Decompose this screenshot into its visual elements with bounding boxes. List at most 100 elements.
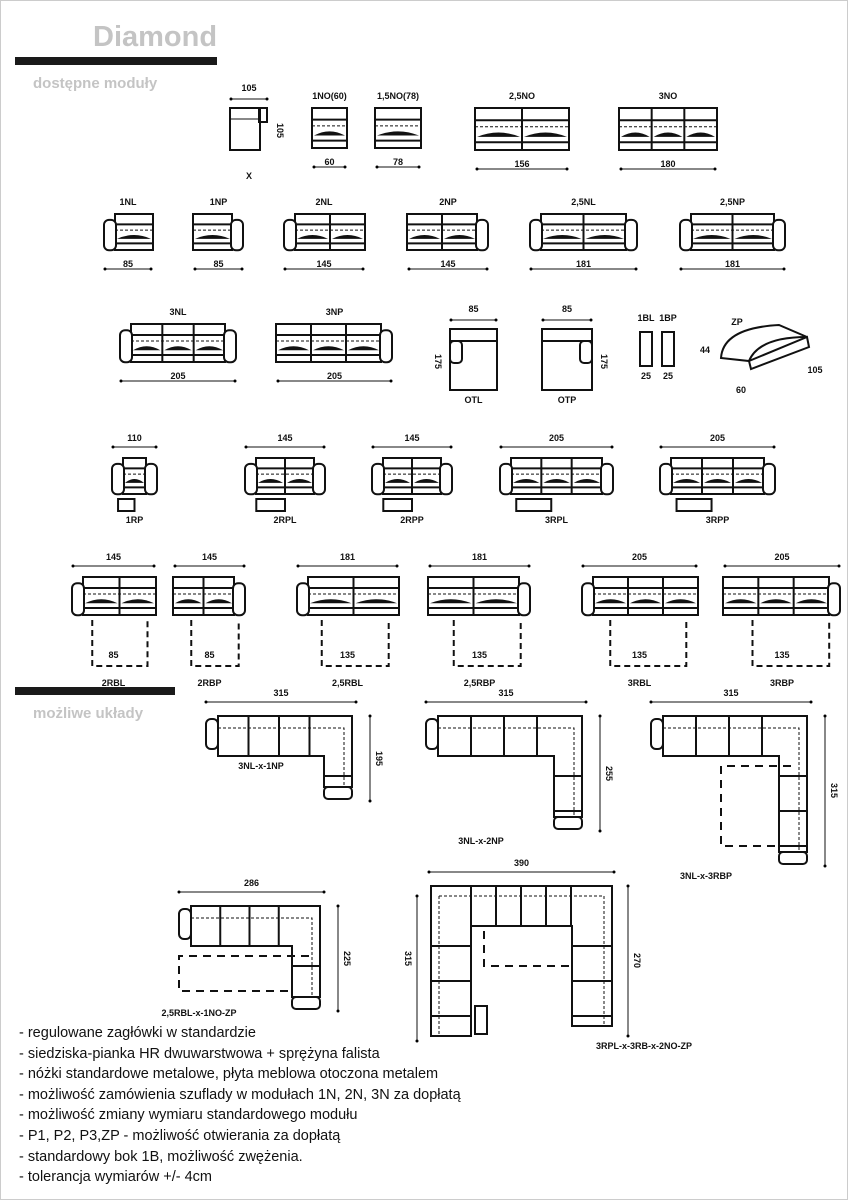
layout-3nl-x-3rbp: 3NL-x-3RBP 315 315 xyxy=(649,688,839,881)
dimension-label: 135 xyxy=(339,650,356,660)
sofa-module-drawing xyxy=(427,564,531,667)
sofa-module-drawing xyxy=(679,213,786,271)
sofa-module-drawing xyxy=(283,213,366,271)
dimension-label: 255 xyxy=(604,765,614,781)
module-label: 2RPP xyxy=(400,515,424,525)
sofa-module-drawing xyxy=(719,323,811,371)
sofa-module-drawing xyxy=(71,564,157,667)
dimension-label: 135 xyxy=(631,650,648,660)
sofa-module-drawing xyxy=(449,318,498,391)
sofa-module-drawing xyxy=(229,97,269,151)
layout-label: 3NL-x-3RBP xyxy=(679,871,733,881)
note: - możliwość zmiany wymiaru standardowego… xyxy=(19,1107,358,1124)
layout-drawing xyxy=(415,870,630,1043)
layout-label: 3RPL-x-3RB-x-2NO-ZP xyxy=(595,1041,693,1051)
notes-list: - regulowane zagłówki w standardzie - si… xyxy=(19,1023,461,1188)
section-modules-heading: dostępne moduły xyxy=(33,75,158,92)
dimension-label: 205 xyxy=(326,371,343,381)
dimension-label: 195 xyxy=(374,750,384,766)
title-divider xyxy=(15,57,217,65)
dimension-label: 181 xyxy=(471,552,488,562)
note: - tolerancja wymiarów +/- 4cm xyxy=(19,1169,212,1186)
module-label: 3RBP xyxy=(769,678,795,688)
sofa-module-drawing xyxy=(541,318,593,391)
dimension-label: 85 xyxy=(561,304,573,314)
module-label: OTP xyxy=(557,395,577,405)
sofa-module-drawing xyxy=(661,331,675,367)
dimension-label: 105 xyxy=(241,83,257,93)
layout-label: 2,5RBL-x-1NO-ZP xyxy=(161,1008,237,1018)
layouts-divider xyxy=(15,687,175,695)
dimension-label: 390 xyxy=(513,858,530,868)
layout-3rpl-x-3rb-x-2no-zp: 3RPL-x-3RB-x-2NO-ZP 390 315 270 xyxy=(403,858,692,1051)
module-label: 1NO(60) xyxy=(312,91,347,101)
dimension-label: 85 xyxy=(204,650,215,660)
sofa-module-drawing xyxy=(311,107,348,169)
sofa-module-drawing xyxy=(659,445,776,512)
module-label: 3NL xyxy=(169,307,187,317)
sofa-module-drawing xyxy=(296,564,400,667)
sofa-module-drawing xyxy=(722,564,841,667)
sofa-module-drawing xyxy=(581,564,699,667)
sofa-module-drawing xyxy=(474,107,570,171)
sofa-module-drawing xyxy=(639,331,653,367)
module-1no-60-: 1NO(60)60 xyxy=(311,91,348,169)
dimension-label: 270 xyxy=(632,953,642,969)
note: - P1, P2, P3,ZP - możliwość otwierania z… xyxy=(19,1127,341,1144)
module-label: 1,5NO(78) xyxy=(376,91,420,101)
module-2-5nl: 2,5NL 181 xyxy=(529,197,638,271)
dimension-label: 175 xyxy=(433,353,443,369)
sofa-module-drawing xyxy=(119,323,237,383)
dimension-label: 286 xyxy=(243,878,260,888)
dimension-label: 85 xyxy=(468,304,479,314)
layout-drawing xyxy=(204,700,372,803)
dimension-label: 105 xyxy=(807,365,823,375)
sofa-module-drawing xyxy=(192,213,244,271)
module-label: 3RBL xyxy=(627,678,652,688)
note: - możliwość zamówienia szuflady w moduła… xyxy=(19,1086,461,1103)
module-label: 1RP xyxy=(125,515,144,525)
dimension-label: 315 xyxy=(829,783,839,799)
dimension-label: 180 xyxy=(660,159,676,169)
dimension-label: 135 xyxy=(774,650,790,660)
dimension-label: 135 xyxy=(471,650,488,660)
sofa-module-drawing xyxy=(103,213,154,271)
dimension-label: 110 xyxy=(127,433,142,443)
note: - nóżki standardowe metalowe, płyta mebl… xyxy=(19,1066,439,1083)
dimension-label: 181 xyxy=(575,259,592,269)
sofa-module-drawing xyxy=(275,323,393,383)
dimension-label: 85 xyxy=(108,650,119,660)
sofa-module-drawing xyxy=(111,445,158,512)
dimension-label: 25 xyxy=(662,371,674,381)
note: - standardowy bok 1B, możliwość zwężenia… xyxy=(19,1148,303,1165)
sofa-module-drawing xyxy=(244,445,326,512)
layout-label: 3NL-x-1NP xyxy=(238,761,284,771)
dimension-label: 60 xyxy=(735,385,747,395)
sofa-module-drawing xyxy=(618,107,718,171)
dimension-label: 145 xyxy=(440,259,456,269)
dimension-label: 105 xyxy=(275,123,285,139)
dimension-label: 315 xyxy=(723,688,739,698)
module-label: 2,5RBP xyxy=(463,678,496,688)
dimension-label: 315 xyxy=(403,951,413,967)
module-label: 2,5NL xyxy=(571,197,596,207)
sofa-module-drawing xyxy=(371,445,453,512)
sofa-module-drawing xyxy=(529,213,638,271)
module-label: 3RPL xyxy=(544,515,569,525)
